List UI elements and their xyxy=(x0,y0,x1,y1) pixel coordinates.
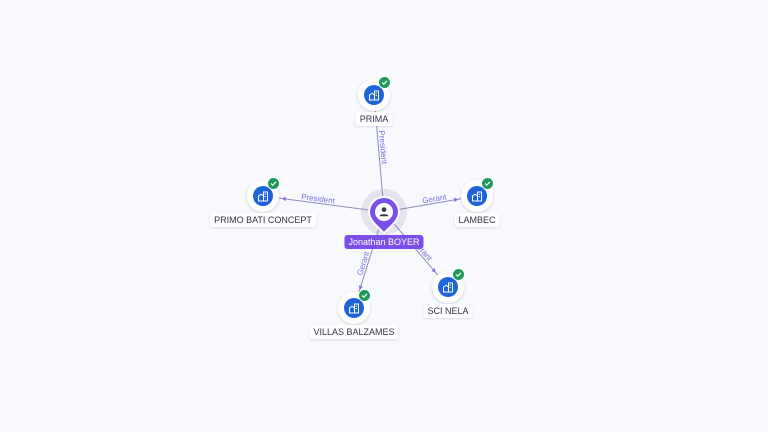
verified-check-icon xyxy=(267,177,280,190)
company-node-ring xyxy=(358,76,391,111)
edge-role-label: President xyxy=(301,192,336,205)
verified-check-icon xyxy=(481,177,494,190)
company-node-ring xyxy=(461,177,494,212)
edge-primo-bati-concept: President xyxy=(262,192,385,213)
verified-check-icon xyxy=(358,289,371,302)
company-name-label: VILLAS BALZAMES xyxy=(309,325,399,339)
verified-check-icon xyxy=(452,268,465,281)
edge-role-label: President xyxy=(377,130,389,165)
edge-role-label: Gerant xyxy=(355,250,371,277)
company-name-label: SCI NELA xyxy=(423,304,473,318)
person-name-label: Jonathan BOYER xyxy=(344,235,424,249)
edge-arrow-icon xyxy=(358,285,363,290)
company-name-label: LAMBEC xyxy=(454,213,500,227)
company-node-ring xyxy=(338,289,371,324)
company-node-ring xyxy=(247,177,280,212)
person-icon xyxy=(368,196,400,234)
building-icon xyxy=(344,298,364,318)
edge-arrow-icon xyxy=(281,196,287,202)
building-icon xyxy=(364,85,384,105)
edge-role-label: Gerant xyxy=(422,192,448,205)
building-icon xyxy=(438,277,458,297)
edge-arrow-icon xyxy=(431,268,436,273)
company-node-ring xyxy=(432,268,465,303)
company-name-label: PRIMA xyxy=(355,112,393,126)
company-name-label: PRIMO BATI CONCEPT xyxy=(210,213,316,227)
building-icon xyxy=(253,186,273,206)
edge-arrow-icon xyxy=(453,197,459,203)
building-icon xyxy=(467,186,487,206)
verified-check-icon xyxy=(378,76,391,89)
